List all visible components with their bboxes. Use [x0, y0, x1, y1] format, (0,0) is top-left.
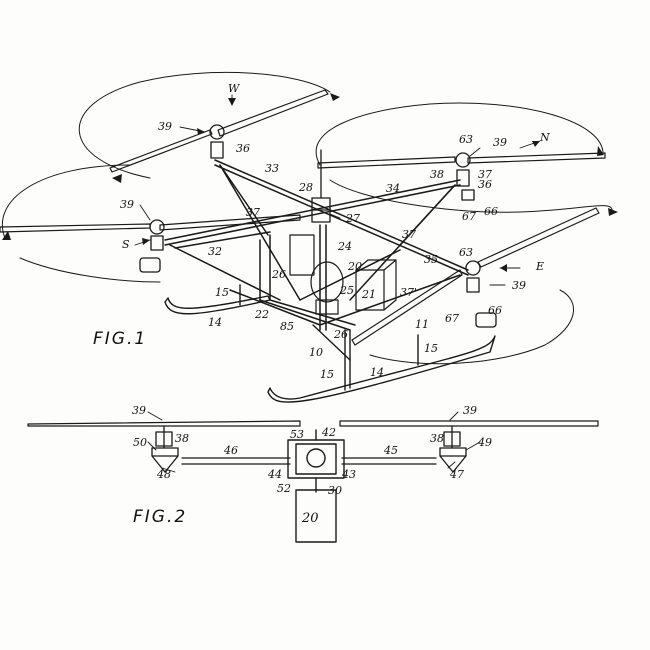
label-39-w: 39 [158, 120, 172, 133]
label-66-e: 66 [488, 304, 502, 317]
label-15-c: 15 [320, 368, 334, 381]
label-37-e: 37 [402, 228, 416, 241]
fig2-title: FIG.2 [133, 507, 187, 527]
label-39-left: 39 [132, 404, 146, 417]
label-36-w: 36 [236, 142, 250, 155]
label-43: 43 [341, 468, 356, 481]
label-63-n: 63 [459, 133, 473, 146]
label-14-a: 14 [208, 316, 222, 329]
label-30: 30 [328, 484, 342, 497]
label-15-a: 15 [215, 286, 229, 299]
fig2-shafts [163, 425, 453, 465]
label-47: 47 [449, 468, 464, 481]
label-39-right: 39 [463, 404, 477, 417]
fig1-title: FIG.1 [93, 329, 147, 349]
label-37-n: 37 [478, 168, 492, 181]
fig2-blades [27, 420, 599, 427]
label-S: S [122, 238, 130, 251]
label-45: 45 [383, 444, 398, 457]
label-33: 33 [265, 162, 279, 175]
label-37-w: 37 [246, 206, 260, 219]
label-10: 10 [309, 346, 323, 359]
label-38-n: 38 [430, 168, 444, 181]
rotation-arrows [2, 93, 618, 240]
label-42: 42 [321, 426, 336, 439]
label-24: 24 [337, 240, 352, 253]
label-46: 46 [223, 444, 238, 457]
label-11: 11 [415, 318, 429, 331]
fig2-reference-numerals: 39 39 38 38 50 49 48 47 46 45 53 42 44 4… [132, 404, 492, 526]
label-39-n: 39 [493, 136, 507, 149]
label-28: 28 [298, 181, 313, 194]
label-22: 22 [254, 308, 269, 321]
fig2-center-gearbox [287, 429, 345, 493]
central-gearbox [311, 149, 331, 223]
label-38-left: 38 [175, 432, 189, 445]
label-34: 34 [386, 182, 400, 195]
engine-and-tank [289, 234, 397, 315]
label-66-n: 66 [484, 205, 498, 218]
label-52: 52 [277, 482, 291, 495]
label-15-b: 15 [424, 342, 438, 355]
label-32: 32 [208, 245, 222, 258]
fig2-right-gearbox [439, 431, 467, 473]
label-49: 49 [477, 436, 492, 449]
label-39-e: 39 [512, 279, 526, 292]
fig2-leader-lines [147, 411, 481, 473]
label-35: 35 [424, 253, 438, 266]
fig1-quadcopter-drawing: W 39 36 33 28 34 63 39 N 38 37 36 67 66 … [0, 71, 618, 403]
label-25: 25 [339, 284, 354, 297]
fig2-section-drawing: 39 39 38 38 50 49 48 47 46 45 53 42 44 4… [27, 404, 599, 543]
label-37-prime: 37' [400, 286, 417, 299]
label-39-s: 39 [120, 198, 134, 211]
label-36-n: 36 [478, 178, 492, 191]
fig2-left-gearbox [151, 431, 179, 473]
label-67-n: 67 [462, 210, 476, 223]
label-67-e: 67 [445, 312, 459, 325]
label-44: 44 [267, 468, 282, 481]
label-38-right: 38 [430, 432, 444, 445]
label-27: 27 [345, 212, 360, 225]
label-20: 20 [347, 260, 362, 273]
label-63-e: 63 [459, 246, 473, 259]
label-14-b: 14 [370, 366, 384, 379]
label-26-a: 26 [271, 268, 286, 281]
label-50: 50 [133, 436, 147, 449]
leader-lines [134, 94, 541, 286]
label-E: E [535, 260, 544, 273]
label-20-motor: 20 [301, 511, 319, 526]
leader-arrows [142, 98, 540, 272]
fig1-reference-numerals: W 39 36 33 28 34 63 39 N 38 37 36 67 66 … [120, 82, 550, 381]
label-53: 53 [290, 428, 304, 441]
label-85: 85 [280, 320, 294, 333]
rotor-hubs [139, 124, 497, 328]
label-N: N [539, 131, 550, 144]
rotor-sweep-arcs [1, 71, 613, 365]
label-48: 48 [156, 468, 171, 481]
landing-skids [164, 284, 496, 403]
fig2-motor-box [295, 489, 337, 543]
label-W: W [228, 82, 241, 95]
label-21: 21 [361, 288, 376, 301]
label-26-b: 26 [333, 328, 348, 341]
